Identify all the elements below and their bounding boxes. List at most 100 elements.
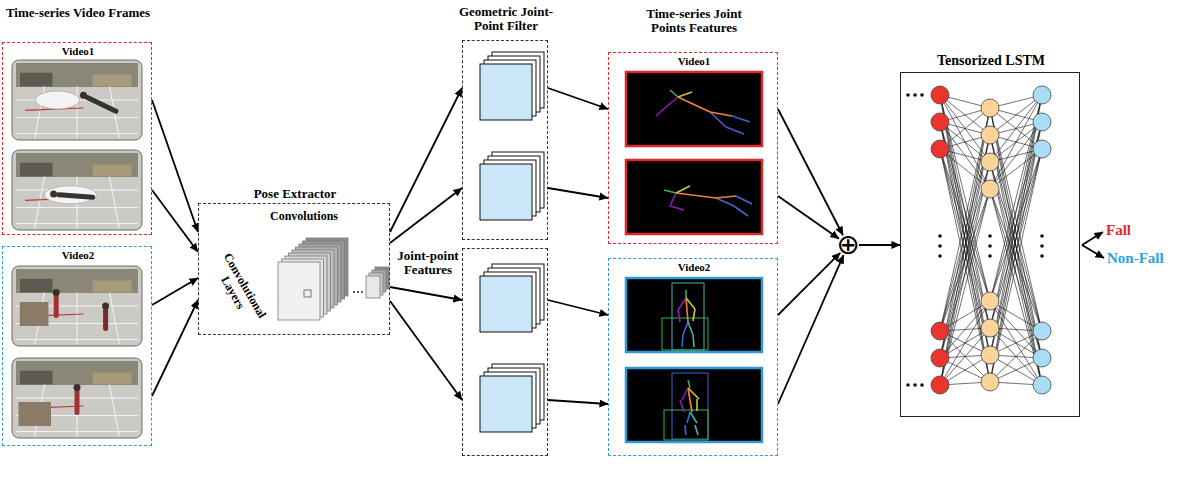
bone bbox=[732, 116, 750, 122]
shelf bbox=[20, 279, 53, 293]
bone bbox=[664, 190, 676, 193]
ellipsis-dot bbox=[353, 291, 355, 293]
sum-symbol: ⊕ bbox=[836, 233, 860, 257]
lstm-box: Tensorized LSTM bbox=[900, 72, 1080, 417]
neuron bbox=[1033, 349, 1051, 367]
neuron bbox=[931, 140, 949, 158]
heading-text: Geometric Joint-Point Filter bbox=[446, 5, 566, 33]
shelf bbox=[20, 73, 53, 87]
bone bbox=[678, 97, 710, 112]
bone bbox=[687, 412, 690, 423]
filter-stack bbox=[480, 152, 544, 220]
flow-arrow bbox=[548, 400, 608, 404]
flow-arrow bbox=[390, 188, 462, 243]
bounding-box bbox=[662, 318, 708, 350]
person-head bbox=[74, 384, 81, 391]
feature-map bbox=[366, 276, 380, 298]
convolution-layers bbox=[278, 238, 389, 320]
desk bbox=[93, 74, 132, 86]
neuron bbox=[981, 346, 999, 364]
video-frame bbox=[12, 358, 142, 438]
desk bbox=[93, 280, 132, 292]
ellipsis-dot bbox=[906, 383, 910, 387]
ellipsis-dot bbox=[913, 93, 917, 97]
joint-feature-group: Video2 bbox=[608, 258, 778, 456]
ellipsis-dot bbox=[988, 234, 992, 238]
skeleton-ground bbox=[626, 278, 762, 352]
flow-arrow bbox=[152, 100, 198, 232]
bone bbox=[690, 412, 697, 423]
connection bbox=[940, 135, 990, 385]
bone bbox=[726, 127, 744, 134]
heading-text: Pose Extractor bbox=[199, 187, 391, 201]
frame-ground bbox=[12, 266, 142, 346]
ellipsis-dot bbox=[988, 254, 992, 258]
connection bbox=[990, 135, 1042, 385]
filter-stack bbox=[480, 364, 544, 432]
person-head bbox=[80, 92, 87, 99]
bone bbox=[676, 193, 716, 198]
floor-line bbox=[77, 384, 78, 436]
back-wall bbox=[16, 153, 138, 177]
bone bbox=[678, 310, 680, 322]
group-label: Video2 bbox=[609, 261, 779, 274]
flow-arrow bbox=[548, 300, 608, 315]
desk bbox=[93, 164, 132, 176]
bone bbox=[693, 335, 694, 347]
filter-map bbox=[480, 164, 532, 220]
filter-box: Joint-point Features bbox=[462, 248, 548, 456]
person-body bbox=[59, 195, 93, 197]
person-body bbox=[103, 310, 108, 328]
flow-arrow bbox=[152, 300, 198, 396]
flow-arrow bbox=[152, 190, 198, 252]
ellipsis-dot bbox=[913, 383, 917, 387]
neuron bbox=[1033, 113, 1051, 131]
output-class: Non-Fall bbox=[1107, 250, 1164, 267]
bone bbox=[666, 97, 678, 107]
neuron bbox=[931, 86, 949, 104]
desk bbox=[19, 402, 52, 426]
person-body bbox=[54, 296, 59, 315]
neuron bbox=[931, 376, 949, 394]
feature-map bbox=[278, 262, 320, 320]
mattress bbox=[45, 186, 97, 204]
neuron bbox=[1033, 86, 1051, 104]
skeleton-image bbox=[626, 72, 762, 146]
ellipsis-dot bbox=[906, 93, 910, 97]
filter-map bbox=[480, 64, 532, 120]
bone bbox=[710, 112, 732, 116]
person-body bbox=[75, 392, 80, 413]
person-head bbox=[102, 303, 109, 310]
bounding-box bbox=[664, 410, 708, 440]
floor-line bbox=[110, 176, 120, 228]
lstm-network bbox=[906, 86, 1051, 394]
ellipsis-dot bbox=[1040, 254, 1044, 258]
flow-arrow bbox=[152, 278, 198, 305]
floor-line bbox=[110, 384, 120, 436]
layer-label: Convolutional Layers bbox=[206, 246, 271, 331]
group-label: Video1 bbox=[609, 55, 779, 68]
floor-line bbox=[35, 176, 45, 228]
neuron bbox=[981, 373, 999, 391]
flow-arrow bbox=[859, 244, 900, 246]
heading-text: Tensorized LSTM bbox=[901, 53, 1081, 69]
back-wall bbox=[16, 269, 138, 293]
flow-arrow bbox=[548, 188, 608, 198]
bone bbox=[736, 196, 752, 204]
desk bbox=[20, 302, 49, 326]
ellipsis-dot bbox=[1040, 234, 1044, 238]
skeleton-ground bbox=[626, 368, 762, 442]
neuron bbox=[931, 113, 949, 131]
group-label: Video2 bbox=[3, 249, 153, 262]
group-label: Video1 bbox=[3, 45, 153, 58]
output-class: Fall bbox=[1106, 222, 1131, 239]
bone bbox=[696, 399, 698, 411]
bone bbox=[688, 380, 690, 388]
skeleton-image bbox=[626, 160, 762, 234]
video-frame bbox=[12, 150, 142, 230]
flow-arrow bbox=[778, 109, 843, 235]
bone bbox=[680, 400, 684, 412]
bone bbox=[683, 322, 688, 335]
bone bbox=[670, 193, 676, 206]
